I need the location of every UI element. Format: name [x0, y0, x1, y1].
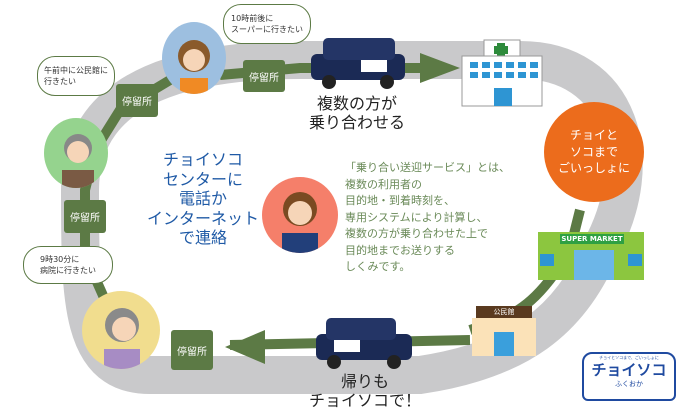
community-center-sign: 公民館	[476, 306, 532, 318]
logo-sub: ふくおか	[615, 380, 643, 388]
taxi-top	[311, 38, 405, 89]
speech-bubble-elder: 9時30分に 病院に行きたい	[23, 246, 113, 284]
community-center-building: 公民館	[468, 306, 540, 356]
stop-left: 停留所	[64, 200, 106, 233]
avatar-woman	[162, 22, 226, 94]
call-center-operator-icon	[282, 192, 318, 253]
elderly-man-icon	[62, 134, 94, 188]
choisoko-logo: チョイとソコまで、ごいっしょに チョイソコ ふくおか	[582, 352, 676, 401]
caption-return-trip: 帰りも チョイソコで！	[308, 372, 421, 411]
arrow-left	[225, 330, 265, 364]
logo-tagline: チョイとソコまで、ごいっしょに	[599, 355, 659, 360]
service-description: 「乗り合い送迎サービス」とは、 複数の利用者の 目的地・到着時刻を、 専用システ…	[345, 161, 510, 273]
speech-bubble-man: 午前中に公民館に 行きたい	[37, 56, 115, 96]
logo-name: チョイソコ	[591, 361, 667, 379]
hospital-building	[461, 39, 543, 107]
avatar-operator	[262, 177, 338, 253]
taxi-bottom	[316, 318, 412, 369]
caption-shared-ride: 複数の方が 乗り合わせる	[308, 94, 405, 133]
elderly-woman-icon	[104, 308, 140, 369]
avatar-man	[44, 118, 108, 188]
supermarket-sign: SUPER MARKET	[560, 234, 624, 244]
avatar-elder-woman	[82, 291, 160, 369]
stop-bottom: 停留所	[171, 330, 213, 370]
contact-instructions: チョイソコ センターに 電話か インターネット で連絡	[146, 150, 259, 248]
arrow-right	[420, 53, 460, 83]
slogan-bubble: チョイと ソコまで ごいっしょに	[544, 102, 644, 202]
stop-top: 停留所	[243, 60, 285, 92]
supermarket-building: SUPER MARKET	[538, 232, 644, 280]
speech-bubble-woman: 10時前後に スーパーに行きたい	[223, 4, 311, 44]
stop-upper-left: 停留所	[116, 84, 158, 117]
woman-icon	[178, 40, 210, 94]
